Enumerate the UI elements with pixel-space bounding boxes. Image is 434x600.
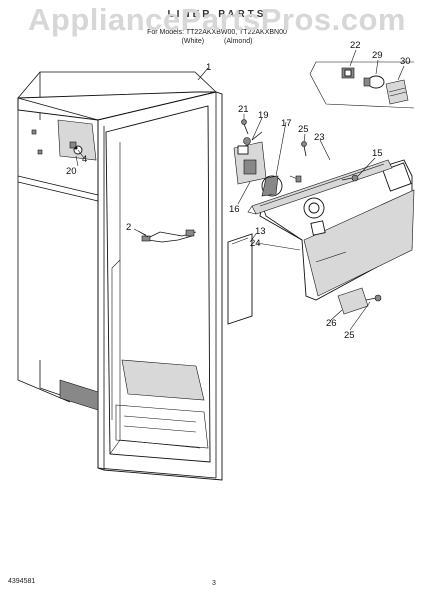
callout-22: 22 <box>350 40 361 51</box>
variant-line: (White) (Almond) <box>181 38 253 45</box>
callout-1: 1 <box>206 62 211 73</box>
callout-25-bottom: 25 <box>344 330 355 341</box>
model-subtitle: For Models: TT22AKXBW00, TT22AKXBN00 (Wh… <box>0 28 434 46</box>
callout-30: 30 <box>400 56 411 67</box>
page-number: 3 <box>212 580 216 587</box>
fan-motor-assembly <box>233 131 302 197</box>
callout-16: 16 <box>229 204 240 215</box>
callout-19: 19 <box>258 110 269 121</box>
callout-13: 13 <box>255 226 266 237</box>
callout-25-top: 25 <box>298 124 309 135</box>
light-parts-inset <box>309 61 415 109</box>
callout-29: 29 <box>372 50 383 61</box>
air-duct-strip <box>247 159 393 215</box>
bracket-plate-part <box>337 287 382 315</box>
callout-labels: 1 2 4 13 15 16 17 19 20 21 22 23 24 25 2… <box>66 40 411 341</box>
liner-cabinet <box>17 71 223 481</box>
callout-15: 15 <box>372 148 383 159</box>
page-title: LINER PARTS <box>167 9 267 20</box>
callout-26: 26 <box>326 318 337 329</box>
callout-4: 4 <box>82 154 87 165</box>
leader-lines <box>75 49 405 331</box>
callout-23: 23 <box>314 132 325 143</box>
wire-harness-part <box>137 229 197 243</box>
callout-17: 17 <box>281 118 292 129</box>
document-number: 4394581 <box>8 578 36 585</box>
model-line: For Models: TT22AKXBW00, TT22AKXBN00 <box>147 29 287 36</box>
callout-20: 20 <box>66 166 77 177</box>
liner-panel-part <box>227 233 253 325</box>
screws <box>241 119 359 182</box>
callout-24: 24 <box>250 238 261 249</box>
callout-21: 21 <box>238 104 249 115</box>
callout-2: 2 <box>126 222 131 233</box>
watermark-logo: AppliancePartsPros.com <box>28 2 406 37</box>
